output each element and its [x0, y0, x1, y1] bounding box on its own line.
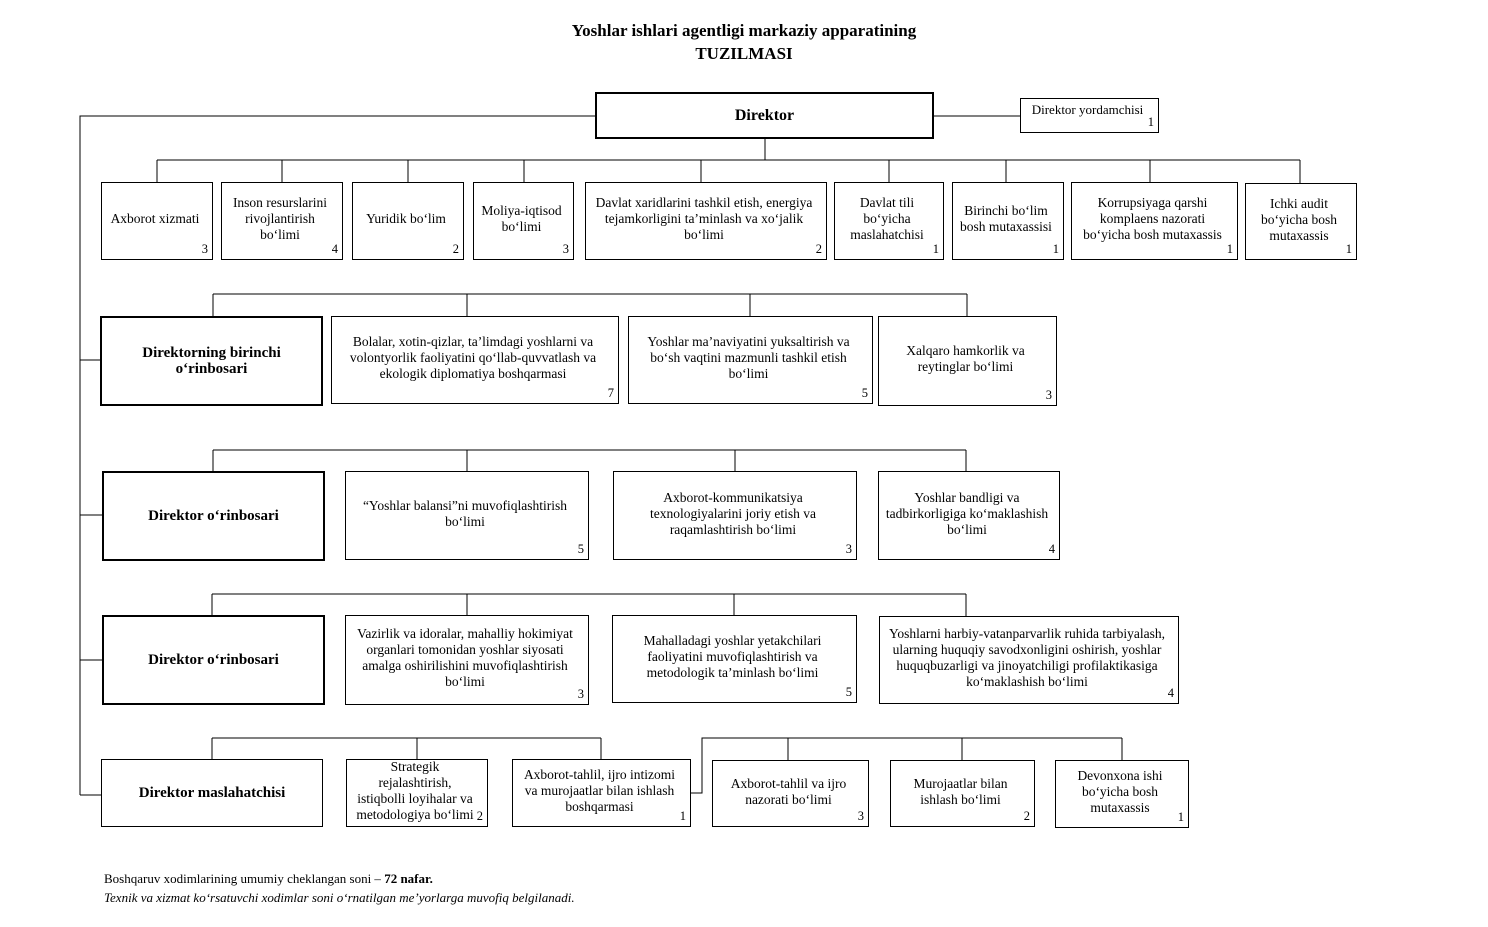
staff-count: 1 [1147, 115, 1154, 129]
unit-label: Yoshlar bandligi va tadbirkorligiga ko‘m… [885, 489, 1049, 537]
first-deputy-box: Direktorning birinchi o‘rinbosari [100, 316, 323, 406]
footer-prefix: Boshqaruv xodimlarining umumiy cheklanga… [104, 871, 385, 886]
row4-bus [211, 737, 602, 759]
staff-count: 7 [607, 386, 614, 400]
trunk-line [79, 115, 595, 795]
staff-count: 4 [331, 242, 338, 256]
unit-label: Korrupsiyaga qarshi komplaens nazorati b… [1083, 195, 1222, 242]
head-label: Direktor o‘rinbosari [148, 652, 279, 668]
unit-axborot-tahlil-boshqarmasi: Axborot-tahlil, ijro intizomi va murojaa… [512, 759, 691, 827]
staff-count: 5 [845, 685, 852, 699]
row1-bus [212, 293, 968, 316]
unit-davlat-tili: Davlat tili bo‘yicha maslahatchisi 1 [834, 182, 944, 260]
head-label: Direktor o‘rinbosari [148, 508, 279, 524]
unit-label: Davlat xaridlarini tashkil etish, energi… [595, 195, 813, 242]
unit-label: Axborot-tahlil, ijro intizomi va murojaa… [523, 767, 676, 814]
staff-count: 1 [1345, 242, 1352, 256]
staff-count: 3 [857, 809, 864, 823]
unit-label: Mahalladagi yoshlar yetakchilari faoliya… [643, 633, 822, 680]
unit-label: Birinchi bo‘lim bosh mutaxassisi [960, 203, 1052, 234]
unit-label: Strategik rejalashtirish, istiqbolli loy… [356, 759, 474, 822]
unit-label: Yoshlarni harbiy-vatanparvarlik ruhida t… [888, 626, 1166, 689]
footer-note: Texnik va xizmat ko‘rsatuvchi xodimlar s… [104, 890, 575, 905]
unit-korrupsiya: Korrupsiyaga qarshi komplaens nazorati b… [1071, 182, 1238, 260]
unit-ijro-nazorati: Axborot-tahlil va ijro nazorati bo‘limi … [712, 760, 869, 827]
unit-label: Moliya-iqtisod bo‘limi [481, 203, 562, 234]
row2-bus [212, 449, 967, 471]
unit-mahalla-yetakchilari: Mahalladagi yoshlar yetakchilari faoliya… [612, 615, 857, 703]
unit-davlat-xaridlari: Davlat xaridlarini tashkil etish, energi… [585, 182, 827, 260]
chart-title: Yoshlar ishlari agentligi markaziy appar… [571, 21, 917, 40]
director-assistant-box: Direktor yordamchisi 1 [1020, 98, 1159, 133]
unit-moliya-iqtisod: Moliya-iqtisod bo‘limi 3 [473, 182, 574, 260]
staff-count: 1 [679, 809, 686, 823]
unit-label: Vazirlik va idoralar, mahalliy hokimiyat… [357, 626, 573, 689]
unit-label: Yoshlar ma’naviyatini yuksaltirish va bo… [647, 334, 850, 381]
head-label: Direktorning birinchi o‘rinbosari [142, 345, 281, 377]
unit-label: Ichki audit bo‘yicha bosh mutaxassis [1260, 195, 1338, 243]
unit-label: Yuridik bo‘lim [366, 211, 446, 226]
staff-count: 5 [861, 386, 868, 400]
unit-inson-resurslari: Inson resurslarini rivojlantirish bo‘lim… [221, 182, 343, 260]
staff-count: 3 [562, 242, 569, 256]
staff-count: 3 [577, 687, 584, 701]
top-bus [156, 138, 1301, 183]
unit-yoshlar-balansi: “Yoshlar balansi”ni muvofiqlashtirish bo… [345, 471, 589, 560]
staff-count: 4 [1048, 542, 1055, 556]
unit-label: Davlat tili bo‘yicha maslahatchisi [850, 195, 924, 242]
footer-total-value: 72 nafar. [384, 871, 433, 886]
unit-yuridik: Yuridik bo‘lim 2 [352, 182, 464, 260]
chart-subtitle: TUZILMASI [695, 44, 793, 63]
unit-ichki-audit: Ichki audit bo‘yicha bosh mutaxassis 1 [1245, 183, 1357, 260]
head-label: Direktor maslahatchisi [138, 785, 286, 801]
staff-count: 5 [577, 542, 584, 556]
unit-label: Axborot xizmati [110, 211, 200, 226]
unit-yoshlar-bandligi: Yoshlar bandligi va tadbirkorligiga ko‘m… [878, 471, 1060, 560]
unit-murojaatlar: Murojaatlar bilan ishlash bo‘limi 2 [890, 760, 1035, 827]
unit-axborot-xizmati: Axborot xizmati 3 [101, 182, 213, 260]
unit-manaviyat: Yoshlar ma’naviyatini yuksaltirish va bo… [628, 316, 873, 404]
director-label: Direktor [734, 106, 795, 124]
deputy-box-2: Direktor o‘rinbosari [102, 615, 325, 705]
unit-label: “Yoshlar balansi”ni muvofiqlashtirish bo… [362, 497, 568, 529]
director-box: Direktor [595, 92, 934, 139]
staff-count: 1 [1226, 242, 1233, 256]
staff-count: 2 [476, 809, 483, 823]
staff-count: 3 [1045, 388, 1052, 402]
unit-label: Direktor yordamchisi [1031, 102, 1144, 117]
unit-label: Xalqaro hamkorlik va reytinglar bo‘limi [906, 343, 1025, 374]
staff-count: 4 [1167, 686, 1174, 700]
staff-count: 2 [1023, 809, 1030, 823]
row3-bus [211, 593, 967, 616]
footer-total: Boshqaruv xodimlarining umumiy cheklanga… [104, 871, 433, 887]
unit-harbiy-vatanparvarlik: Yoshlarni harbiy-vatanparvarlik ruhida t… [879, 616, 1179, 704]
staff-count: 2 [452, 242, 459, 256]
row4-subbus [690, 737, 1123, 794]
director-advisor-box: Direktor maslahatchisi [101, 759, 323, 827]
unit-label: Devonxona ishi bo‘yicha bosh mutaxassis [1077, 768, 1163, 815]
unit-label: Murojaatlar bilan ishlash bo‘limi [913, 775, 1008, 807]
unit-label: Axborot-kommunikatsiya texnologiyalarini… [649, 489, 817, 537]
unit-xalqaro-hamkorlik: Xalqaro hamkorlik va reytinglar bo‘limi … [878, 316, 1057, 406]
deputy-box-1: Direktor o‘rinbosari [102, 471, 325, 561]
staff-count: 3 [201, 242, 208, 256]
unit-bolalar-boshqarmasi: Bolalar, xotin-qizlar, ta’limdagi yoshla… [331, 316, 619, 404]
unit-akt-raqamlashtirish: Axborot-kommunikatsiya texnologiyalarini… [613, 471, 857, 560]
staff-count: 1 [932, 242, 939, 256]
unit-vazirlik-idoralar: Vazirlik va idoralar, mahalliy hokimiyat… [345, 615, 589, 705]
unit-strategik: Strategik rejalashtirish, istiqbolli loy… [346, 759, 488, 827]
unit-label: Axborot-tahlil va ijro nazorati bo‘limi [730, 775, 847, 807]
staff-count: 1 [1177, 810, 1184, 824]
unit-label: Inson resurslarini rivojlantirish bo‘lim… [232, 195, 328, 242]
staff-count: 1 [1052, 242, 1059, 256]
unit-devonxona: Devonxona ishi bo‘yicha bosh mutaxassis … [1055, 760, 1189, 828]
staff-count: 2 [815, 242, 822, 256]
unit-birinchi-bolim: Birinchi bo‘lim bosh mutaxassisi 1 [952, 182, 1064, 260]
unit-label: Bolalar, xotin-qizlar, ta’limdagi yoshla… [349, 334, 597, 381]
staff-count: 3 [845, 542, 852, 556]
